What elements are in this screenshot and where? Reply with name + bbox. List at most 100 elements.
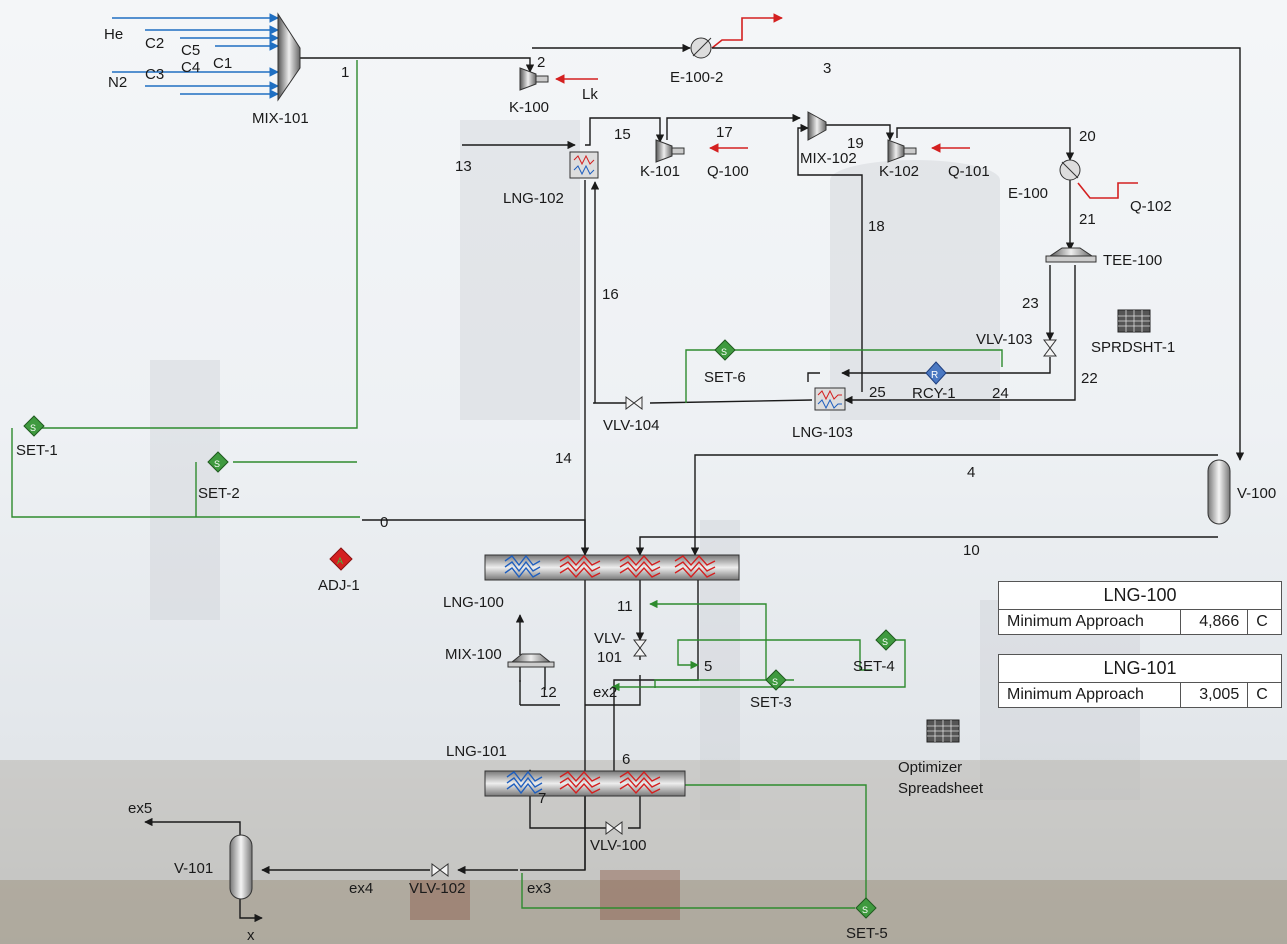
set-icon-set-5[interactable]: S bbox=[856, 898, 876, 918]
valve-vlv-102[interactable] bbox=[432, 864, 448, 876]
stream-label-2: 2 bbox=[537, 54, 545, 71]
label-lng-103: LNG-103 bbox=[792, 424, 853, 441]
label-set-5: SET-5 bbox=[846, 925, 888, 942]
label-k-100: K-100 bbox=[509, 99, 549, 116]
stream-label-ex4: ex4 bbox=[349, 880, 373, 897]
set-icon-set-6[interactable]: S bbox=[715, 340, 735, 360]
mixer-mix-101[interactable] bbox=[278, 14, 300, 100]
tee-tee-100[interactable] bbox=[1046, 248, 1096, 262]
table-row-value: 4,866 bbox=[1180, 610, 1247, 635]
spreadsheet-icon-sprdsht-1[interactable] bbox=[1118, 310, 1150, 332]
table-title: LNG-100 bbox=[999, 582, 1282, 610]
compressor-k-102[interactable] bbox=[888, 140, 916, 162]
stream-label-25: 25 bbox=[869, 384, 886, 401]
exchanger-lng-102[interactable] bbox=[570, 152, 598, 178]
label-set-6: SET-6 bbox=[704, 369, 746, 386]
cooler-e-100[interactable] bbox=[1060, 160, 1080, 180]
compressor-k-100[interactable] bbox=[520, 68, 548, 90]
label-e-100: E-100 bbox=[1008, 185, 1048, 202]
exchanger-lng-101[interactable] bbox=[485, 771, 685, 796]
valve-vlv-100[interactable] bbox=[606, 822, 622, 834]
label-vlv-102: VLV-102 bbox=[409, 880, 465, 897]
svg-text:S: S bbox=[862, 905, 868, 915]
feed-label-c5: C5 bbox=[181, 42, 200, 59]
stream-label-20: 20 bbox=[1079, 128, 1096, 145]
valve-vlv-101[interactable] bbox=[634, 640, 646, 656]
cooler-e-100-2[interactable] bbox=[691, 38, 711, 58]
set-icon-set-2[interactable]: S bbox=[208, 452, 228, 472]
label-mix-101: MIX-101 bbox=[252, 110, 309, 127]
table-title: LNG-101 bbox=[999, 655, 1282, 683]
label-spreadsheet: Spreadsheet bbox=[898, 780, 984, 797]
label-sprdsht-1: SPRDSHT-1 bbox=[1091, 339, 1175, 356]
label-v-101: V-101 bbox=[174, 860, 213, 877]
feed-label-n2: N2 bbox=[108, 74, 127, 91]
stream-label-21: 21 bbox=[1079, 211, 1096, 228]
svg-text:S: S bbox=[30, 423, 36, 433]
label-mix-102: MIX-102 bbox=[800, 150, 857, 167]
label-k-101: K-101 bbox=[640, 163, 680, 180]
svg-text:A: A bbox=[337, 556, 343, 566]
exchanger-lng-100[interactable] bbox=[485, 555, 739, 580]
stream-label-16: 16 bbox=[602, 286, 619, 303]
table-row-unit: C bbox=[1248, 683, 1282, 708]
stream-label-19: 19 bbox=[847, 135, 864, 152]
svg-text:S: S bbox=[721, 347, 727, 357]
label-vlv-101b: 101 bbox=[597, 649, 622, 666]
stream-label-q100: Q-100 bbox=[707, 163, 749, 180]
svg-text:R: R bbox=[931, 370, 938, 381]
recycle-rcy-1[interactable]: R bbox=[926, 362, 946, 384]
set-icon-set-4[interactable]: S bbox=[876, 630, 896, 650]
stream-label-3: 3 bbox=[823, 60, 831, 77]
feed-label-c3: C3 bbox=[145, 66, 164, 83]
svg-text:S: S bbox=[214, 459, 220, 469]
svg-text:S: S bbox=[772, 677, 778, 687]
stream-label-17: 17 bbox=[716, 124, 733, 141]
separator-v-100[interactable] bbox=[1208, 460, 1230, 524]
stream-label-18: 18 bbox=[868, 218, 885, 235]
label-vlv-100: VLV-100 bbox=[590, 837, 646, 854]
set-icon-set-1[interactable]: S bbox=[24, 416, 44, 436]
stream-label-13: 13 bbox=[455, 158, 472, 175]
label-v-100: V-100 bbox=[1237, 485, 1276, 502]
stream-label-12: 12 bbox=[540, 684, 557, 701]
label-optimizer: Optimizer bbox=[898, 759, 962, 776]
spreadsheet-icon-optimizer[interactable] bbox=[927, 720, 959, 742]
stream-label-q101: Q-101 bbox=[948, 163, 990, 180]
stream-label-24: 24 bbox=[992, 385, 1009, 402]
label-mix-100: MIX-100 bbox=[445, 646, 502, 663]
label-tee-100: TEE-100 bbox=[1103, 252, 1162, 269]
stream-label-4: 4 bbox=[967, 464, 975, 481]
result-table-lng-101: LNG-101 Minimum Approach 3,005 C bbox=[998, 654, 1282, 708]
stream-label-22: 22 bbox=[1081, 370, 1098, 387]
stream-label-15: 15 bbox=[614, 126, 631, 143]
label-set-2: SET-2 bbox=[198, 485, 240, 502]
stream-label-5: 5 bbox=[704, 658, 712, 675]
label-set-4: SET-4 bbox=[853, 658, 895, 675]
label-lng-100: LNG-100 bbox=[443, 594, 504, 611]
valve-vlv-104[interactable] bbox=[626, 397, 642, 409]
adjust-icon-adj-1[interactable]: A bbox=[330, 548, 352, 570]
separator-v-101[interactable] bbox=[230, 835, 252, 899]
label-rcy-1: RCY-1 bbox=[912, 385, 956, 402]
svg-text:S: S bbox=[882, 637, 888, 647]
stream-label-23: 23 bbox=[1022, 295, 1039, 312]
stream-label-q102: Q-102 bbox=[1130, 198, 1172, 215]
stream-label-ex5: ex5 bbox=[128, 800, 152, 817]
label-vlv-101a: VLV- bbox=[594, 630, 625, 647]
exchanger-lng-103[interactable] bbox=[815, 388, 845, 410]
mixer-mix-100[interactable] bbox=[508, 654, 554, 667]
stream-label-14: 14 bbox=[555, 450, 572, 467]
label-set-1: SET-1 bbox=[16, 442, 58, 459]
compressor-k-101[interactable] bbox=[656, 140, 684, 162]
result-table-lng-100: LNG-100 Minimum Approach 4,866 C bbox=[998, 581, 1282, 635]
table-row-label: Minimum Approach bbox=[999, 610, 1181, 635]
feed-label-c4: C4 bbox=[181, 59, 200, 76]
mixer-mix-102[interactable] bbox=[808, 112, 826, 140]
label-lng-102: LNG-102 bbox=[503, 190, 564, 207]
stream-label-7: 7 bbox=[538, 790, 546, 807]
stream-label-0: 0 bbox=[380, 514, 388, 531]
table-row-unit: C bbox=[1248, 610, 1282, 635]
valve-vlv-103[interactable] bbox=[1044, 340, 1056, 356]
